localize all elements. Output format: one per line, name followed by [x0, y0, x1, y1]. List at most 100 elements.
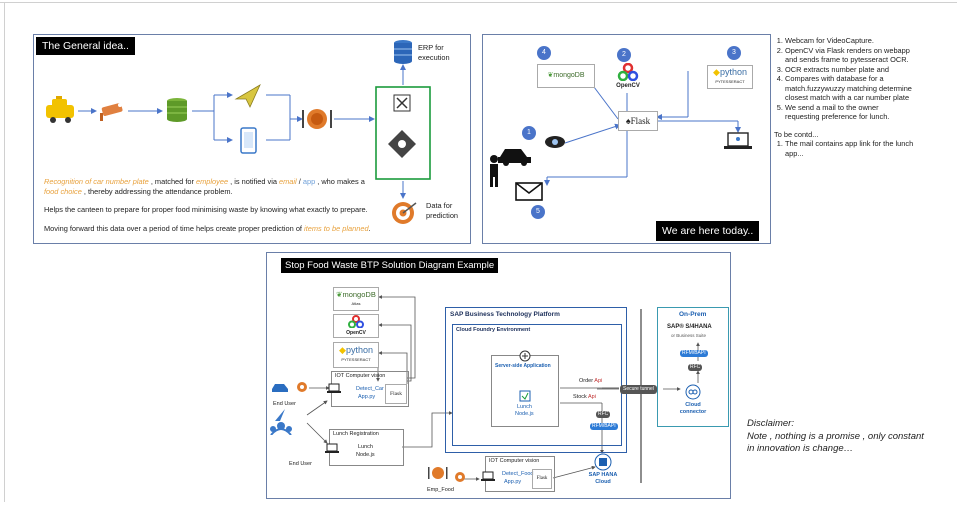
mongodb-logo: ❦mongoDB: [537, 64, 595, 88]
car-icon: [272, 384, 288, 392]
step-number-2: 2: [617, 48, 631, 62]
description-para-2: Helps the canteen to prepare for proper …: [44, 205, 368, 214]
todo-title: To be contd...: [774, 129, 819, 139]
cloud-connector-label: Cloud connector: [679, 402, 707, 415]
laptop-icon: [481, 471, 495, 481]
iot-computer-vision-box: IOT Computer vision Detect_Car App.py Fl…: [331, 371, 409, 407]
lunch-app-name: Lunch: [358, 444, 373, 450]
person-icon: [490, 155, 498, 187]
food-plate-icon: [302, 109, 332, 129]
taxi-icon: [46, 96, 74, 123]
prediction-label: Data for prediction: [426, 201, 459, 220]
hana-db-icon: [594, 453, 612, 471]
python-snake-icon: ◆: [339, 345, 346, 355]
opencv-logo: OpenCV: [333, 314, 379, 338]
python-logo: ◆python PYTESSERACT: [333, 342, 379, 368]
excel-sheet-icon: [393, 94, 411, 112]
webcam-icon: [545, 136, 565, 148]
opencv-logo: OpenCV: [615, 62, 641, 89]
btp-title: SAP Business Technology Platform: [450, 311, 560, 318]
iot-food-vision-box: IOT Computer vision Detect_Food App.py F…: [485, 456, 555, 492]
python-logo: ◆python PYTESSERACT: [707, 65, 753, 89]
stock-api-label: Stock Api: [573, 394, 596, 400]
mongodb-atlas-logo: ❦mongoDB Atlas: [333, 287, 379, 311]
disclaimer-block: Disclaimer: Note , nothing is a promise …: [747, 418, 927, 456]
secure-tunnel-pill: Secure tunnel: [620, 385, 657, 394]
left-border: [4, 2, 5, 502]
on-prem-title: On-Prem: [679, 311, 707, 318]
leaf-icon: ❦: [547, 72, 554, 79]
server-lunch-name: Lunch: [517, 404, 532, 410]
lunch-registration-box: Lunch Registration Lunch Node.js: [329, 429, 404, 466]
on-prem-box: On-Prem SAP® S/4HANA or Business Suite R…: [657, 307, 729, 427]
food-plate-icon: [428, 467, 448, 479]
camera-icon: [455, 472, 465, 482]
we-are-here-badge: We are here today..: [656, 221, 760, 241]
database-icon: [167, 98, 187, 122]
iot-app-file: App.py: [358, 394, 376, 400]
panel-title: The General idea..: [36, 37, 135, 55]
laptop-icon: [724, 132, 752, 149]
server-lunch-file: Node.js: [515, 411, 534, 417]
description-para-1: Recognition of car number plate , matche…: [44, 177, 365, 196]
flask-logo: Flask: [385, 384, 407, 404]
opencv-rings-icon: [617, 62, 639, 82]
leaf-icon: ❦: [336, 290, 343, 299]
flask-horn-icon: ♠: [625, 116, 631, 126]
step-number-5: 5: [531, 205, 545, 219]
prediction-target-icon: [392, 202, 417, 224]
step-item: OpenCV via Flask renders on webapp and s…: [785, 46, 914, 65]
camera-icon: [297, 382, 307, 392]
cloud-connector-icon: [685, 384, 701, 400]
cctv-camera-icon: [100, 102, 123, 121]
cf-title: Cloud Foundry Environment: [456, 327, 531, 333]
iot-title: IOT Computer vision: [335, 373, 386, 379]
s4hana-title: SAP® S/4HANA: [667, 324, 712, 330]
opencv-rings-icon: [348, 315, 364, 329]
onprem-rfm-pill: RFM/BAPI: [680, 350, 708, 357]
btp-solution-panel: Stop Food Waste BTP Solution Diagram Exa…: [266, 252, 731, 499]
envelope-icon: [515, 182, 543, 201]
current-state-panel: 4 2 3 1 5 ❦mongoDB OpenCV ◆python PYTESS…: [482, 34, 771, 244]
top-border: [0, 2, 957, 3]
process-diamond-icon: [388, 130, 416, 158]
hana-label: SAP HANA Cloud: [588, 472, 618, 485]
todo-item: The mail contains app link for the lunch…: [785, 139, 914, 158]
iot2-app-file: App.py: [504, 479, 522, 485]
flask-logo: ♠Flask: [618, 111, 658, 131]
disclaimer-title: Disclaimer:: [747, 418, 794, 429]
lunch-reg-title: Lunch Registration: [333, 431, 379, 437]
end-user-label-2: End User: [289, 461, 312, 467]
step-item: We send a mail to the owner requesting p…: [785, 103, 914, 122]
lunch-app-file: Node.js: [356, 452, 375, 458]
step-number-1: 1: [522, 126, 536, 140]
server-app-box: Server-side Application Lunch Node.js: [491, 350, 559, 427]
erp-database-icon: [394, 40, 412, 64]
description-para-3: Moving forward this data over a period o…: [44, 224, 371, 233]
laptop-icon: [327, 383, 341, 393]
disclaimer-body: Note , nothing is a promise , only const…: [747, 430, 924, 455]
laptop-icon: [325, 443, 339, 453]
car-icon: [498, 149, 531, 166]
emp-food-label: Emp_Food: [427, 487, 454, 493]
erp-label: ERP for execution: [418, 43, 450, 62]
step-number-4: 4: [537, 46, 551, 60]
iot-app-name: Detect_Car: [356, 386, 384, 392]
btp-diagram-title: Stop Food Waste BTP Solution Diagram Exa…: [281, 258, 499, 273]
rfm-bapi-pill: RFM/BAPI: [590, 423, 618, 430]
step-item: OCR extracts number plate and: [785, 65, 914, 75]
iot2-app-name: Detect_Food: [502, 471, 534, 477]
flask-logo: Flask: [532, 469, 552, 489]
python-snake-icon: ◆: [713, 67, 720, 77]
step-item: Compares with database for a match.fuzzy…: [785, 74, 914, 103]
iot2-title: IOT Computer vision: [489, 458, 540, 464]
general-idea-panel: The General idea..: [33, 34, 471, 244]
btp-architecture-lines: [306, 295, 700, 483]
steps-list: Webcam for VideoCapture. OpenCV via Flas…: [774, 36, 914, 158]
step-number-3: 3: [727, 46, 741, 60]
order-api-label: Order Api: [579, 378, 603, 384]
nodejs-icon: [519, 390, 531, 402]
users-group-icon: [270, 409, 292, 435]
onprem-rfc-pill: RFC: [688, 364, 703, 371]
current-state-flow: [490, 71, 752, 201]
